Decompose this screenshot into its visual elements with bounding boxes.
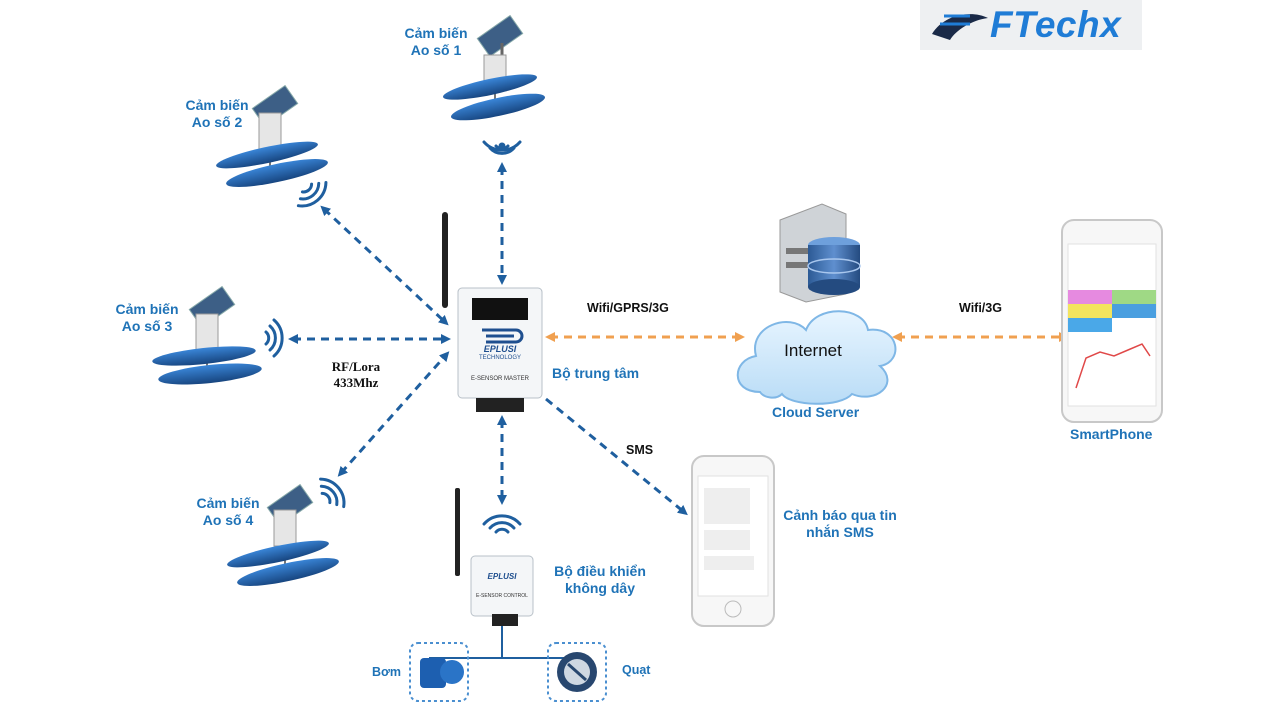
- rf-label-line1: RF/Lora: [331, 359, 381, 374]
- sensor-label-4-line1: Cảm biến: [196, 495, 260, 511]
- sensor-label-1-line2: Ao số 1: [410, 42, 462, 58]
- pump-icon: [409, 642, 469, 702]
- logo-text: FTechx: [990, 4, 1122, 45]
- wifi-icon: [264, 318, 284, 358]
- sensor-device-2: [216, 84, 328, 187]
- link-sensor-4: [337, 351, 450, 477]
- sms-alert-line1: Cảnh báo qua tin: [783, 507, 897, 523]
- fan-icon: [547, 642, 607, 702]
- cloud-icon: [736, 310, 897, 405]
- sensor-label-4-line2: Ao số 4: [202, 512, 254, 528]
- sensor-label-2: Cảm biến Ao số 2: [173, 97, 261, 131]
- sensor-device-3: [152, 285, 262, 385]
- wifi-icon: [482, 140, 522, 155]
- controller-unit: [429, 488, 578, 672]
- fan-label: Quạt: [622, 663, 651, 677]
- internet-label: Internet: [784, 341, 842, 360]
- sensor-label-3-line2: Ao số 3: [121, 318, 173, 334]
- sensor-device-4: [227, 483, 339, 586]
- sensor-device-1: [443, 14, 545, 121]
- sensor-label-4: Cảm biến Ao số 4: [184, 495, 272, 529]
- sensor-label-2-line1: Cảm biến: [185, 97, 249, 113]
- server-icon: [779, 203, 861, 303]
- wifi-icon: [319, 477, 346, 509]
- sms-alert-label: Cảnh báo qua tin nhắn SMS: [776, 507, 904, 541]
- central-brand-sub: TECHNOLOGY: [478, 355, 521, 361]
- wifi-icon: [296, 181, 328, 208]
- logo: FTechx: [920, 0, 1142, 50]
- wifi-icon: [482, 514, 522, 534]
- controller-label-line2: không dây: [564, 580, 635, 596]
- sensor-label-3: Cảm biến Ao số 3: [103, 301, 191, 335]
- controller-label: Bộ điều khiển không dây: [545, 563, 655, 597]
- central-model: E-SENSOR MASTER: [470, 376, 529, 382]
- wifi-gprs-label: Wifi/GPRS/3G: [587, 301, 669, 315]
- controller-model: E-SENSOR CONTROL: [476, 593, 528, 599]
- sms-alert-line2: nhắn SMS: [806, 524, 874, 540]
- central-brand: EPLUSI: [483, 344, 517, 354]
- pump-label: Bơm: [372, 665, 402, 679]
- link-sms: [545, 397, 688, 516]
- controller-label-line1: Bộ điều khiển: [554, 563, 646, 579]
- central-unit-label: Bộ trung tâm: [552, 365, 640, 381]
- sensor-label-2-line2: Ao số 2: [191, 114, 243, 130]
- sensor-label-3-line1: Cảm biến: [115, 301, 179, 317]
- link-sensor-2: [320, 205, 449, 326]
- sms-phone-device: [691, 455, 775, 627]
- rf-label-line2: 433Mhz: [333, 375, 379, 390]
- sensor-label-1-line1: Cảm biến: [404, 25, 468, 41]
- cloud-server-label: Cloud Server: [772, 404, 860, 420]
- smartphone-label: SmartPhone: [1070, 426, 1153, 442]
- central-unit: [442, 212, 543, 412]
- sensor-label-1: Cảm biến Ao số 1: [392, 25, 480, 59]
- smartphone-device: [1061, 219, 1163, 423]
- controller-brand: EPLUSI: [487, 572, 517, 581]
- wifi-3g-label: Wifi/3G: [959, 301, 1002, 315]
- logo-mark-icon: [920, 0, 1142, 50]
- sms-label: SMS: [626, 443, 654, 457]
- rf-label: RF/Lora 433Mhz: [318, 359, 394, 391]
